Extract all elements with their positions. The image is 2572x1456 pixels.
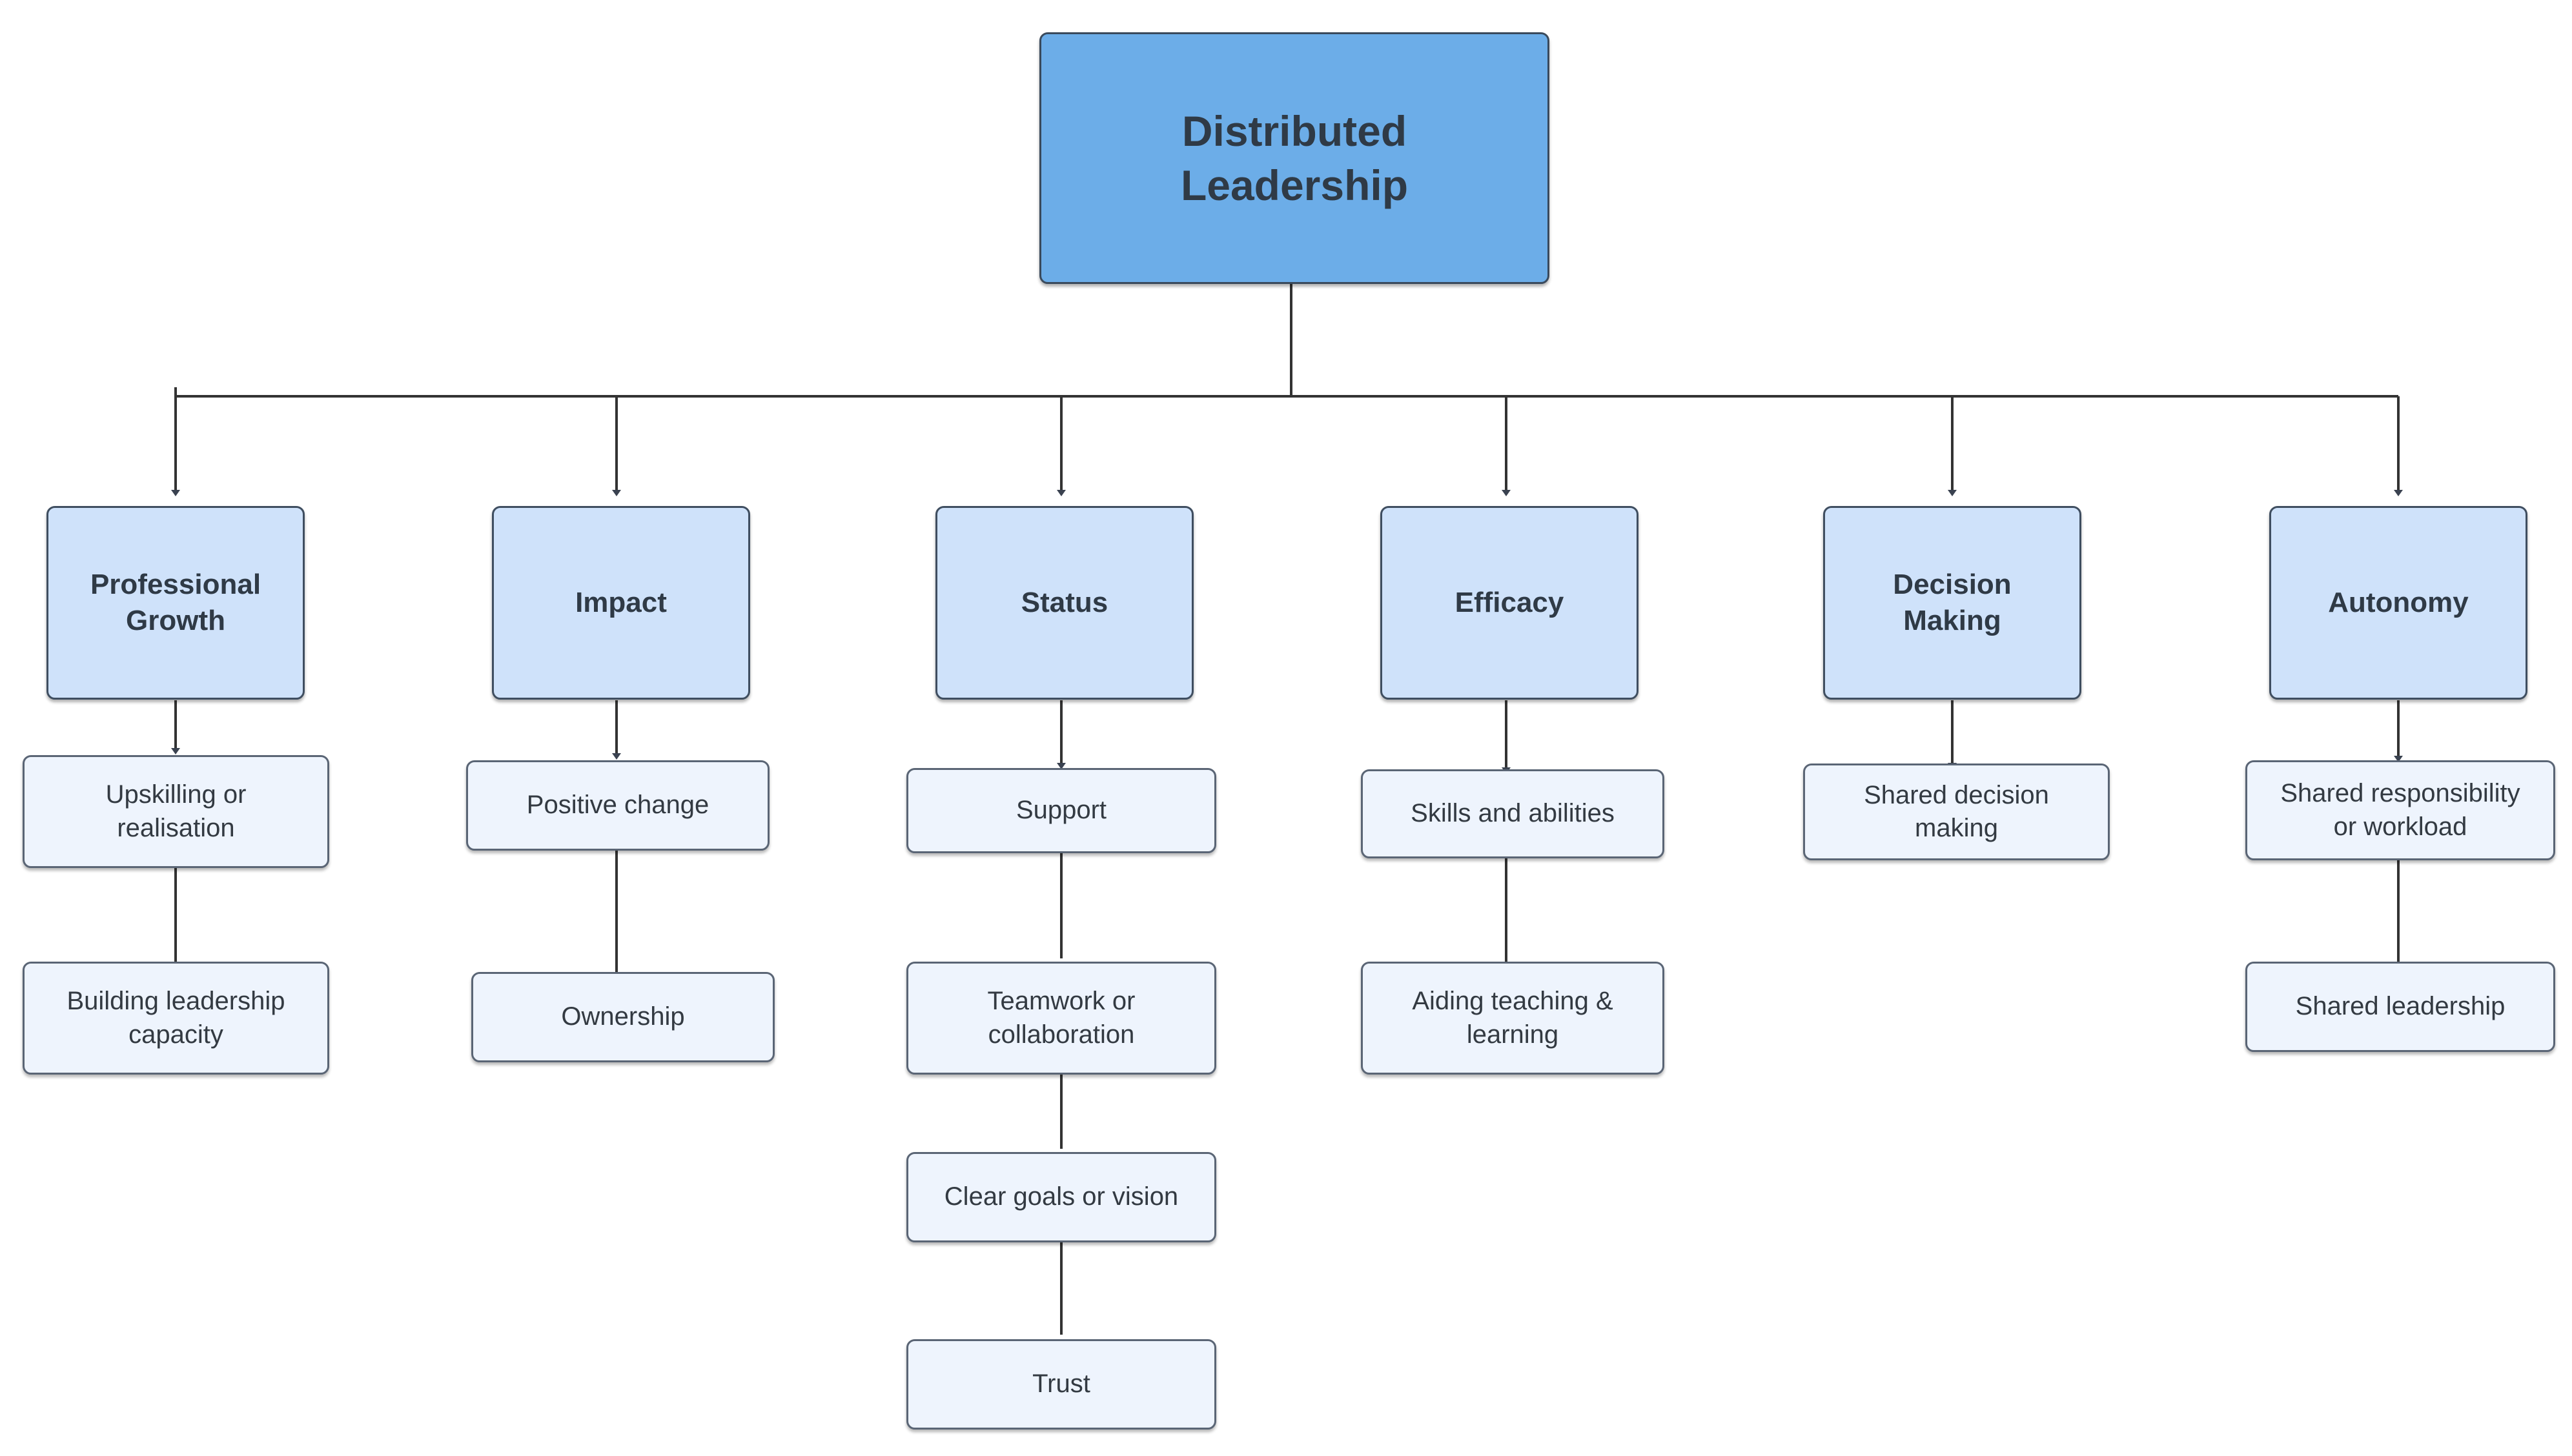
node-leaf-upskilling-or-realisation[interactable]: Upskilling or realisation [23, 755, 329, 868]
node-branch-label: Impact [575, 586, 667, 618]
node-branch-label: Professional Growth [90, 568, 261, 636]
node-leaf-positive-change[interactable]: Positive change [466, 760, 770, 851]
node-leaf-label: Support [1016, 796, 1107, 825]
node-leaf-label: Ownership [561, 1002, 685, 1031]
node-leaf-label: Shared responsibility or workload [2280, 779, 2520, 841]
node-leaf-skills-and-abilities[interactable]: Skills and abilities [1361, 769, 1664, 858]
node-branch-efficacy[interactable]: Efficacy [1380, 506, 1638, 700]
node-leaf-label: Skills and abilities [1411, 799, 1615, 828]
node-leaf-label: Trust [1032, 1370, 1090, 1399]
node-leaf-trust[interactable]: Trust [906, 1339, 1216, 1430]
node-branch-impact[interactable]: Impact [492, 506, 750, 700]
node-leaf-label: Shared decision making [1864, 780, 2049, 842]
node-branch-label: Efficacy [1454, 586, 1564, 618]
node-branch-professional-growth[interactable]: Professional Growth [46, 506, 305, 700]
node-branch-decision-making[interactable]: Decision Making [1823, 506, 2081, 700]
node-root[interactable]: Distributed Leadership [1039, 32, 1549, 284]
node-root-label: Distributed Leadership [1180, 106, 1409, 209]
node-leaf-label: Upskilling or realisation [105, 780, 247, 842]
node-leaf-ownership[interactable]: Ownership [471, 972, 775, 1062]
node-leaf-label: Shared leadership [2295, 992, 2506, 1021]
node-branch-label: Decision Making [1893, 568, 2012, 636]
node-leaf-teamwork-or-collaboration[interactable]: Teamwork or collaboration [906, 962, 1216, 1075]
node-leaf-label: Teamwork or collaboration [987, 987, 1136, 1049]
node-branch-label: Autonomy [2328, 586, 2469, 618]
node-branch-status[interactable]: Status [935, 506, 1194, 700]
node-leaf-label: Clear goals or vision [944, 1182, 1179, 1211]
node-leaf-label: Building leadership capacity [66, 987, 285, 1049]
node-leaf-label: Positive change [526, 791, 709, 820]
node-leaf-aiding-teaching-and-learning[interactable]: Aiding teaching & learning [1361, 962, 1664, 1075]
node-leaf-clear-goals-or-vision[interactable]: Clear goals or vision [906, 1152, 1216, 1242]
node-branch-label: Status [1021, 586, 1108, 618]
node-leaf-building-leadership-capacity[interactable]: Building leadership capacity [23, 962, 329, 1075]
node-branch-autonomy[interactable]: Autonomy [2269, 506, 2527, 700]
node-leaf-label: Aiding teaching & learning [1412, 987, 1613, 1049]
node-leaf-shared-decision-making[interactable]: Shared decision making [1803, 763, 2110, 860]
node-leaf-support[interactable]: Support [906, 768, 1216, 853]
node-leaf-shared-responsibility-or-workload[interactable]: Shared responsibility or workload [2245, 760, 2555, 860]
node-leaf-shared-leadership[interactable]: Shared leadership [2245, 962, 2555, 1052]
